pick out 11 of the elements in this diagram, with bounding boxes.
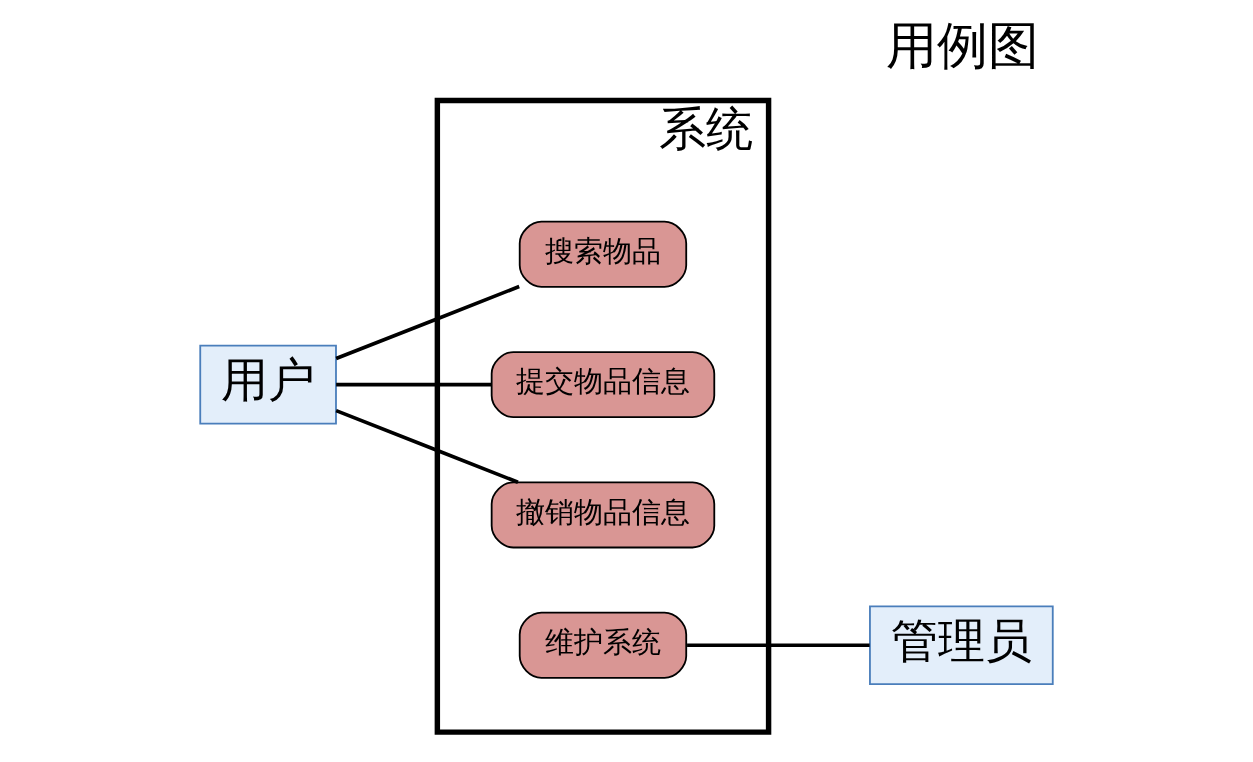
node-box: 用户 [199, 344, 337, 425]
node-box: 撤销物品信息 [490, 481, 716, 549]
connector [335, 409, 519, 484]
node-box: 管理员 [869, 605, 1054, 686]
connector [687, 643, 870, 648]
node-box: 提交物品信息 [490, 351, 716, 419]
connector [336, 382, 492, 387]
node-box: 维护系统 [518, 611, 688, 679]
node-box: 搜索物品 [518, 220, 688, 288]
diagram-title: 用例图 [885, 16, 1039, 76]
connector [335, 284, 520, 361]
